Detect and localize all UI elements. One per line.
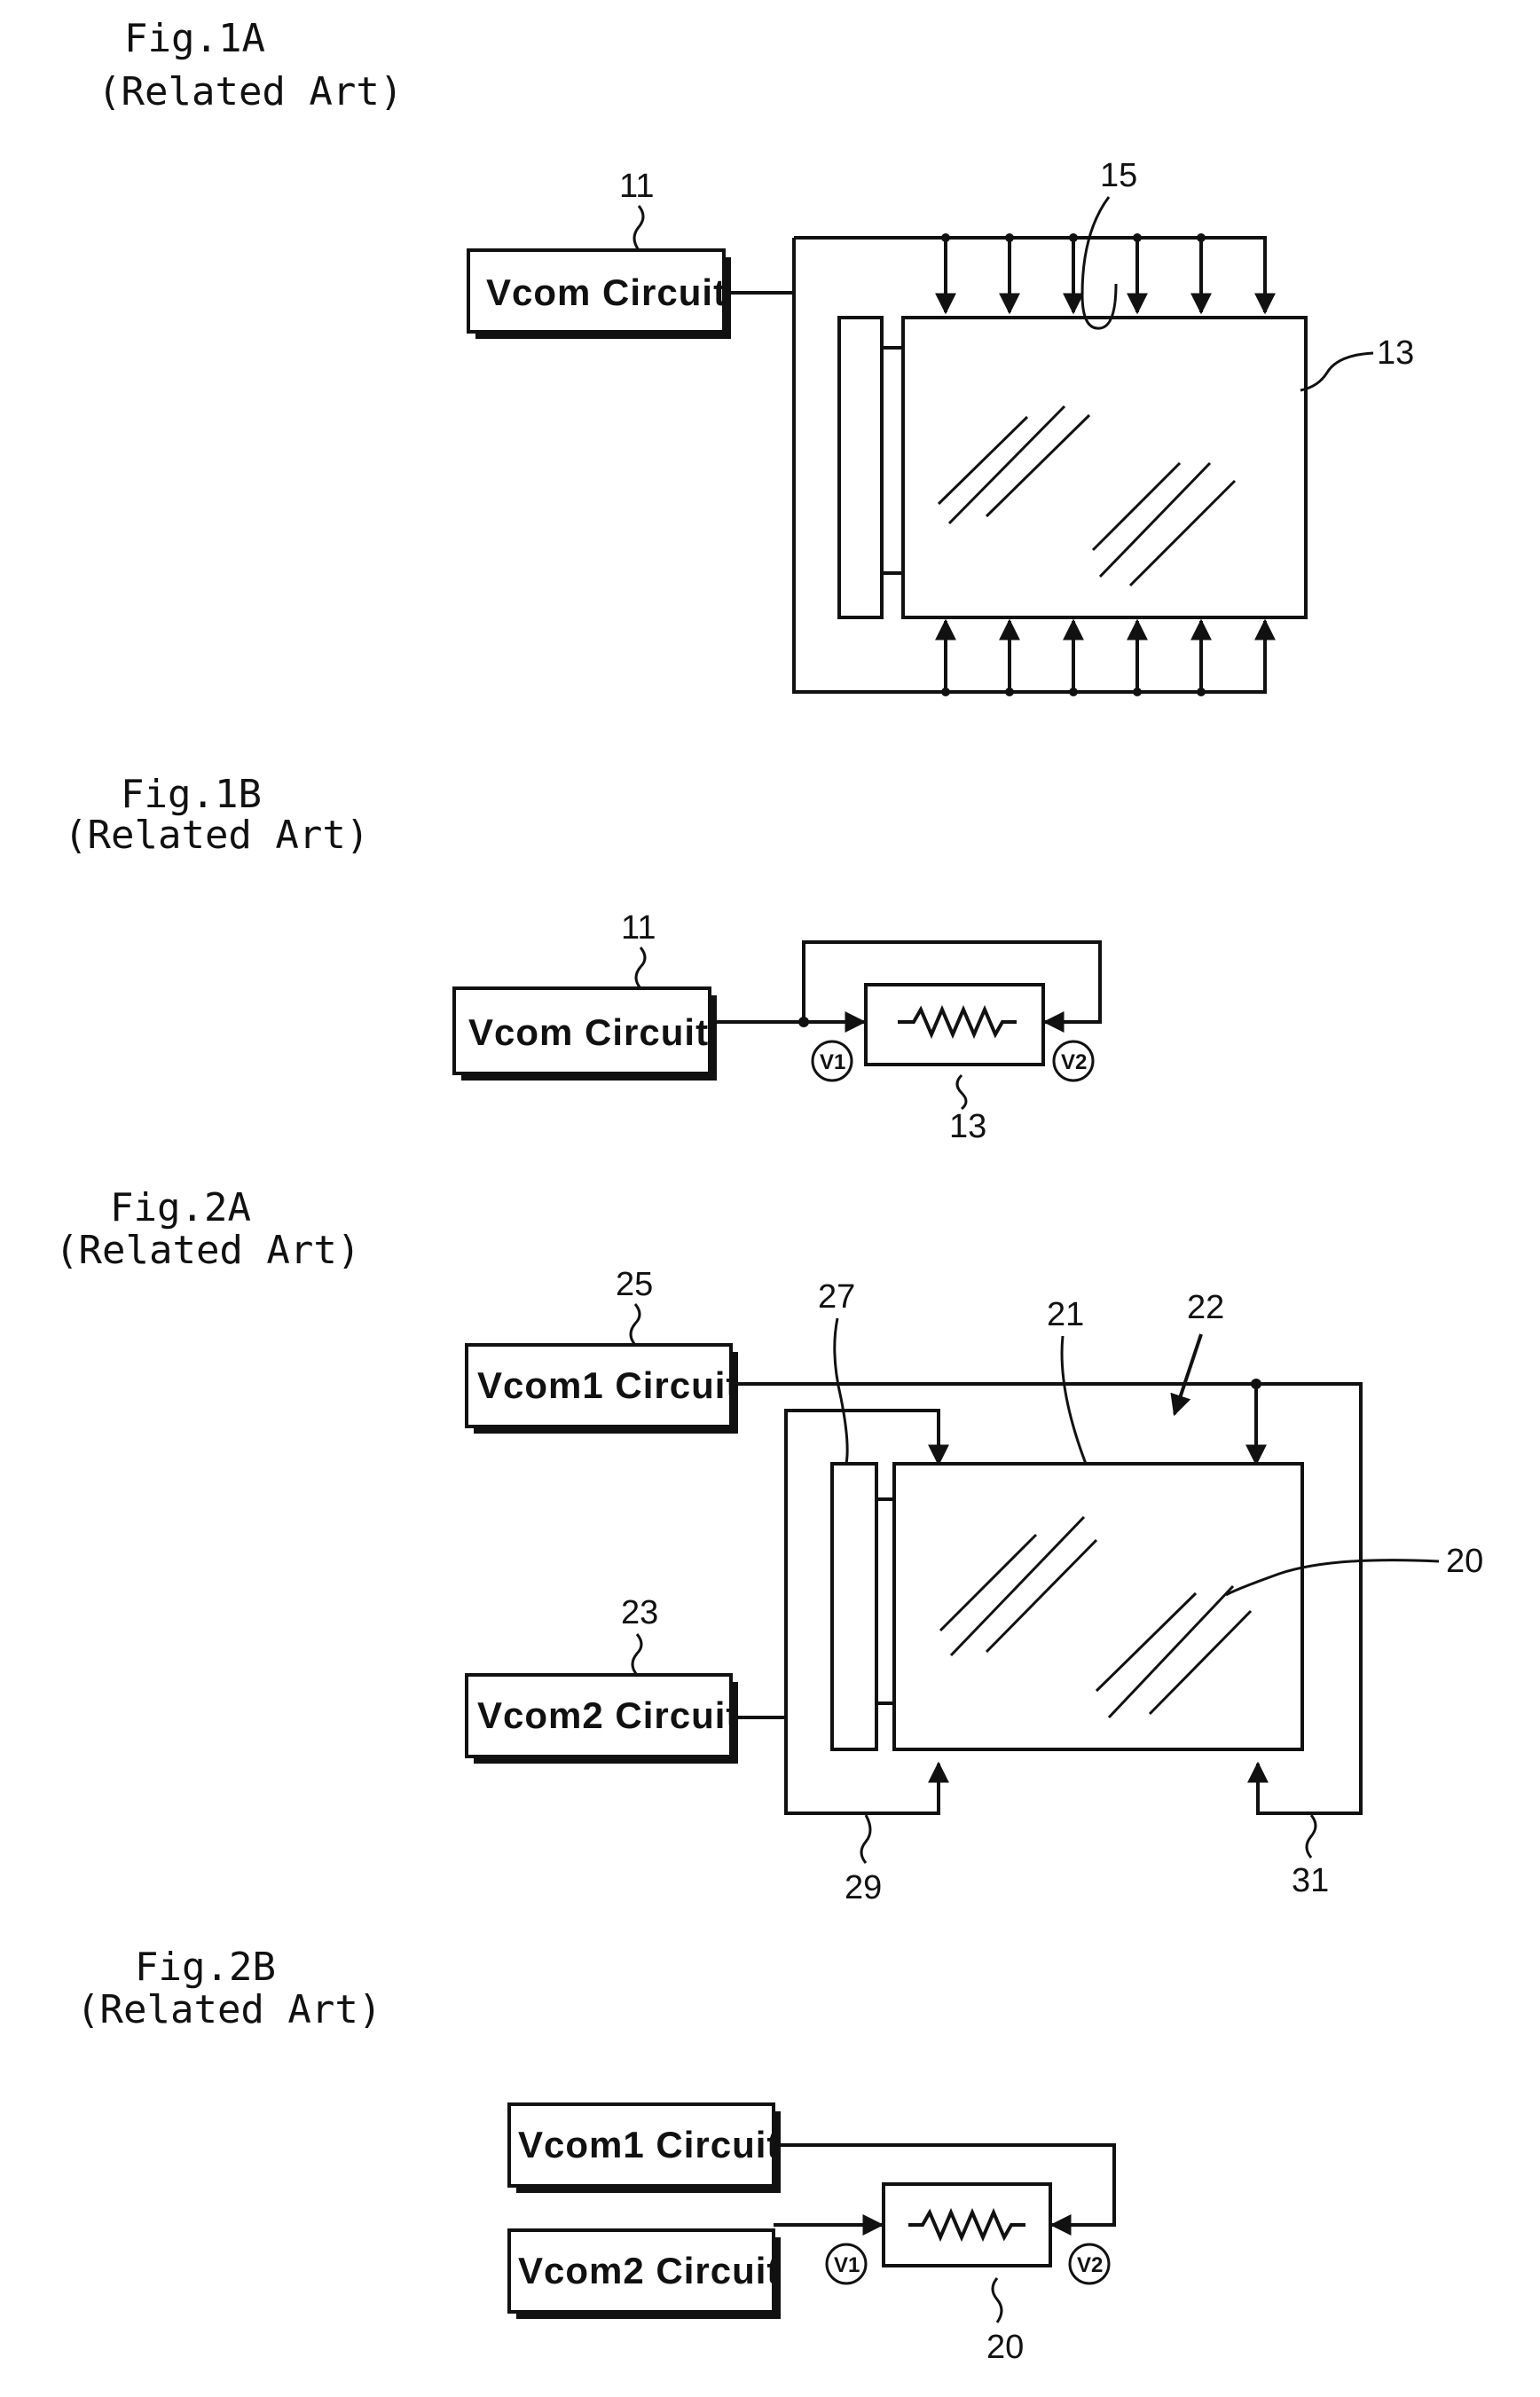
ref-13: 13 bbox=[1377, 334, 1414, 372]
ref-11-1b: 11 bbox=[621, 909, 656, 947]
vcom-circuit-label-1b: Vcom Circuit bbox=[468, 1011, 709, 1053]
ref-23: 23 bbox=[621, 1594, 658, 1631]
fig-1b-title: Fig.1B bbox=[121, 772, 262, 817]
fig-1a-subtitle: (Related Art) bbox=[98, 69, 403, 114]
ref-13-1b: 13 bbox=[949, 1108, 986, 1145]
lcd-panel-2a bbox=[894, 1464, 1302, 1749]
arrow-22 bbox=[1175, 1334, 1201, 1414]
vcom1-circuit-label-2b: Vcom1 Circuit bbox=[518, 2124, 780, 2165]
fig-2b-subtitle: (Related Art) bbox=[76, 1987, 381, 2032]
ref-27: 27 bbox=[818, 1278, 855, 1316]
fig-1a: Fig.1A (Related Art) Vcom Circuit 11 bbox=[98, 16, 1414, 696]
top-feed-arrows bbox=[941, 233, 1265, 312]
node-v1-label: V1 bbox=[820, 1050, 845, 1074]
ref-25: 25 bbox=[616, 1266, 653, 1303]
ref-20-2b: 20 bbox=[986, 2329, 1024, 2366]
leader-23 bbox=[632, 1634, 641, 1675]
ref-22: 22 bbox=[1187, 1289, 1224, 1326]
ref-20: 20 bbox=[1446, 1543, 1483, 1580]
fig-2b: Fig.2B (Related Art) Vcom1 Circuit Vcom2… bbox=[76, 1945, 1114, 2366]
driver-connectors bbox=[882, 348, 903, 573]
vcom2-circuit-label: Vcom2 Circuit bbox=[477, 1694, 739, 1736]
leader-27 bbox=[835, 1318, 847, 1464]
leader-11 bbox=[634, 206, 643, 250]
fig-2a-title: Fig.2A bbox=[110, 1185, 251, 1230]
ref-29: 29 bbox=[845, 1869, 882, 1906]
leader-31 bbox=[1307, 1815, 1316, 1858]
node-v1-label-2b: V1 bbox=[834, 2253, 860, 2277]
panel-resistor-box bbox=[866, 985, 1043, 1065]
vcom1-circuit-label: Vcom1 Circuit bbox=[477, 1364, 739, 1406]
ref-31: 31 bbox=[1292, 1862, 1329, 1899]
leader-13-1b bbox=[957, 1075, 966, 1109]
leader-15 bbox=[1082, 197, 1116, 328]
fig-2b-title: Fig.2B bbox=[135, 1945, 276, 1990]
leader-13 bbox=[1300, 353, 1373, 390]
vcom-circuit-label: Vcom Circuit bbox=[486, 271, 727, 313]
ref-15: 15 bbox=[1100, 157, 1137, 194]
fig-1a-title: Fig.1A bbox=[124, 16, 265, 61]
leader-11-1b bbox=[636, 947, 645, 988]
ref-11: 11 bbox=[619, 168, 654, 205]
leader-29 bbox=[861, 1815, 870, 1863]
ref-21: 21 bbox=[1047, 1296, 1084, 1333]
fig-1b-subtitle: (Related Art) bbox=[64, 813, 369, 858]
fig-2a-subtitle: (Related Art) bbox=[55, 1228, 360, 1273]
node-v2-label-2b: V2 bbox=[1077, 2253, 1103, 2277]
leader-21 bbox=[1062, 1336, 1086, 1464]
leader-25 bbox=[631, 1304, 640, 1345]
bottom-feed-arrows bbox=[941, 621, 1265, 696]
fig-2a: Fig.2A (Related Art) Vcom1 Circuit 25 Vc… bbox=[55, 1185, 1483, 1906]
node-v2-label: V2 bbox=[1061, 1050, 1087, 1074]
leader-20-2b bbox=[993, 2278, 1002, 2322]
fig-1b: Fig.1B (Related Art) Vcom Circuit 11 V1 … bbox=[64, 772, 1100, 1145]
driver-strip-2a bbox=[832, 1464, 876, 1749]
driver-connectors-2a bbox=[876, 1499, 894, 1703]
driver-strip bbox=[839, 318, 882, 617]
vcom2-circuit-label-2b: Vcom2 Circuit bbox=[518, 2250, 780, 2291]
